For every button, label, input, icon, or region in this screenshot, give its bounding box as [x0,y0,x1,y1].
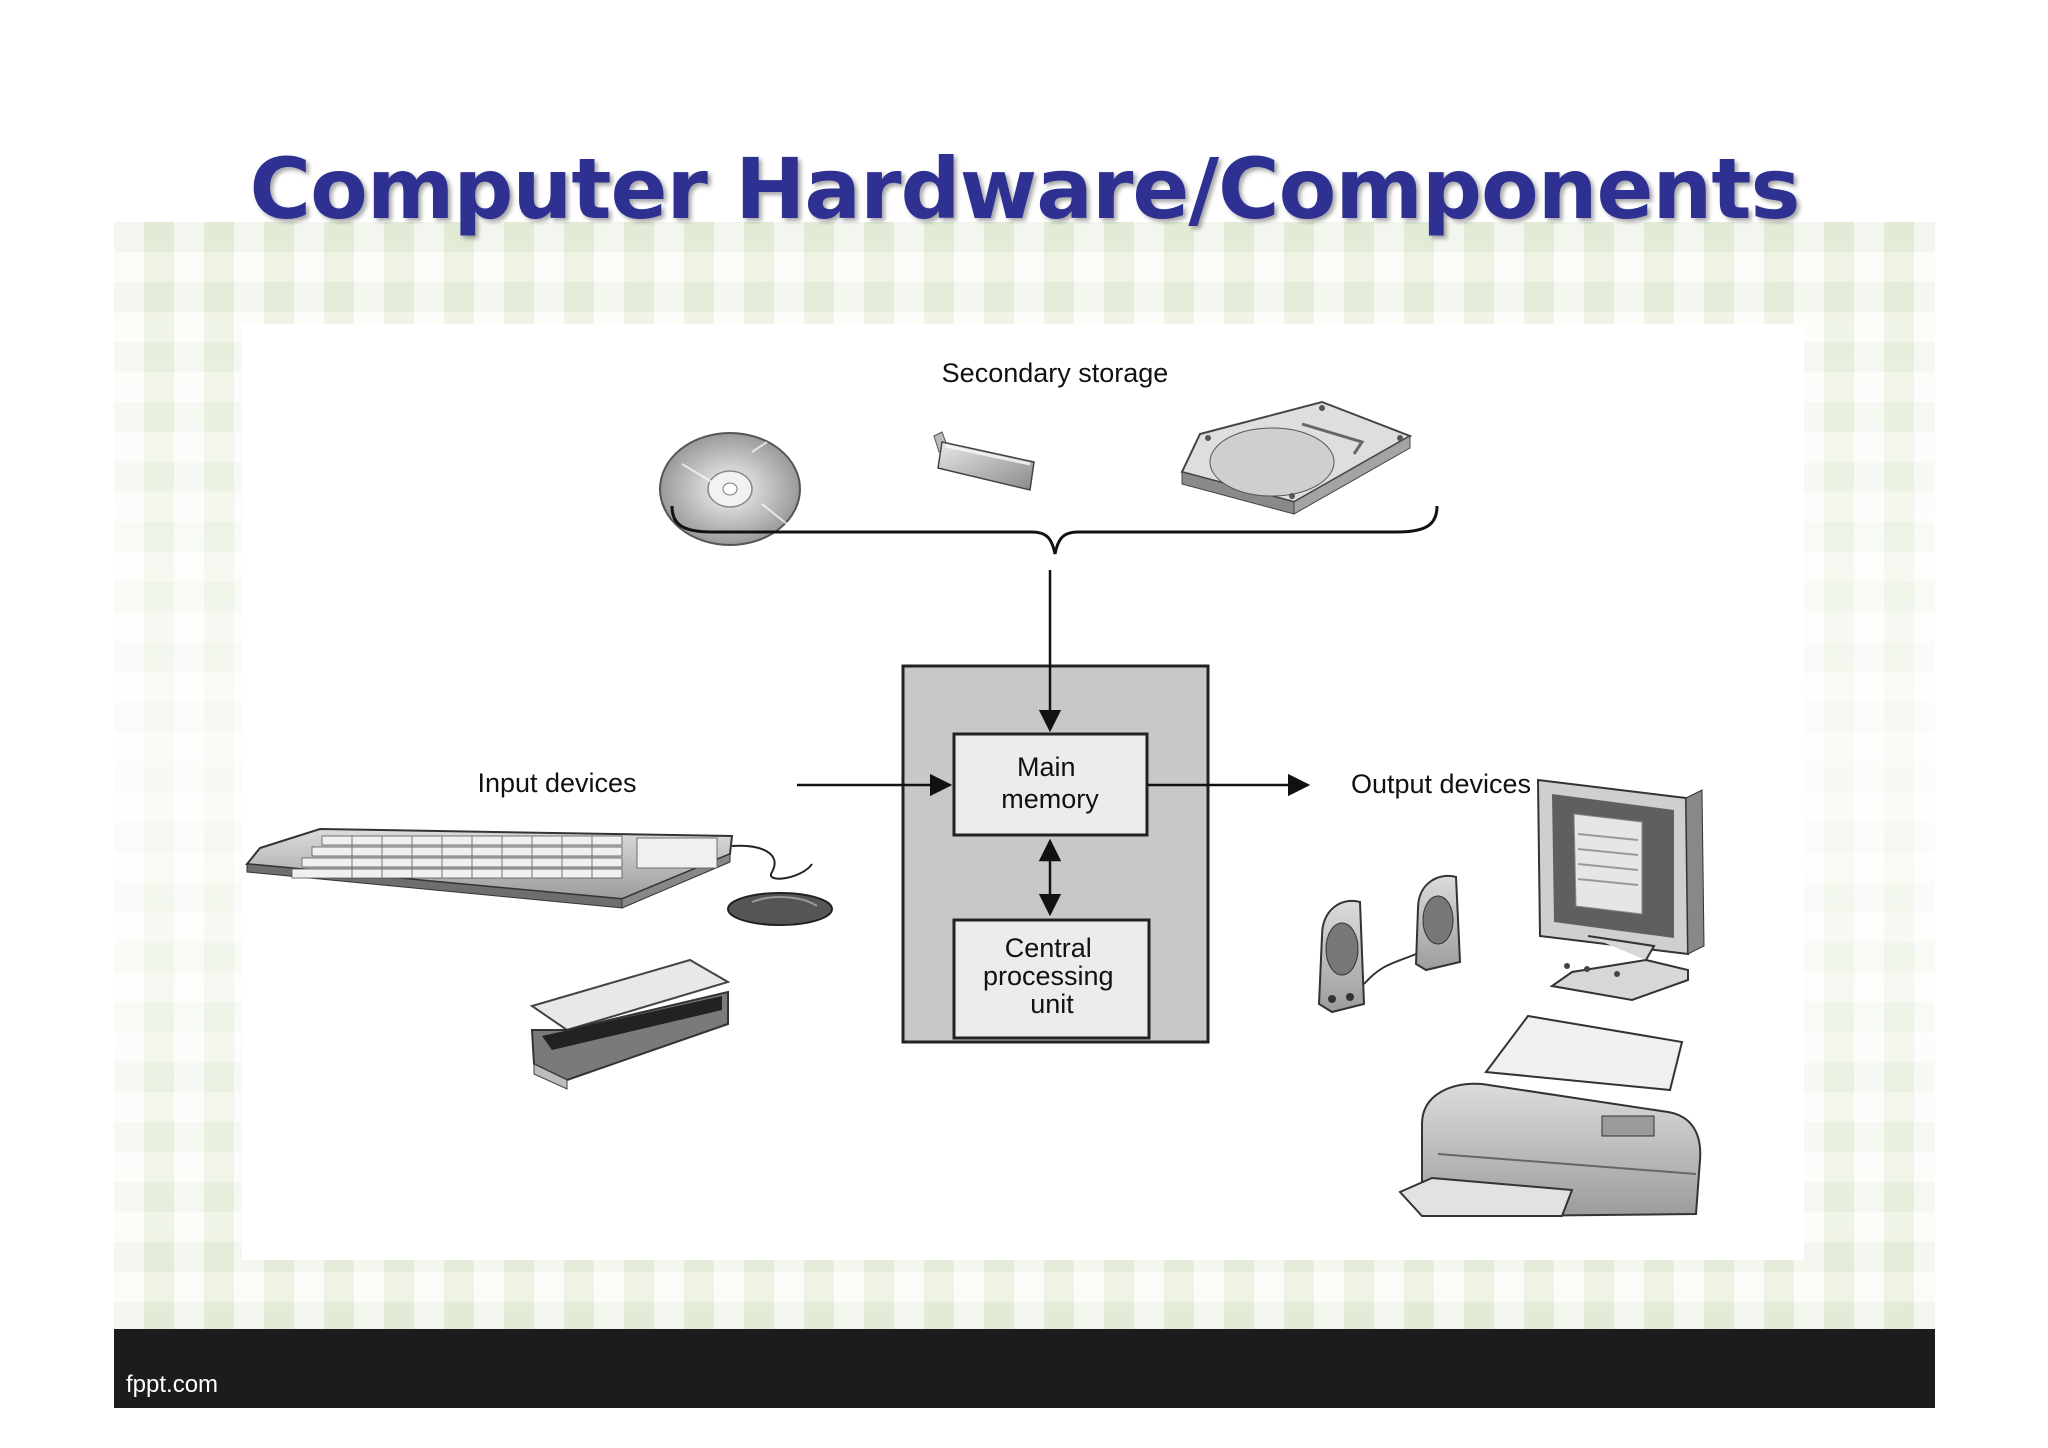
cpu-line-1: Central [1005,933,1092,963]
cpu-line-2: processing [983,961,1114,991]
footer-brand[interactable]: fppt.com [126,1371,218,1399]
hardware-diagram: Secondary storage [242,324,1804,1260]
slide-title: Computer Hardware/Components [114,140,1935,238]
mouse-icon [728,846,832,925]
printer-icon [1400,1016,1700,1216]
footer-bar: fppt.com [114,1329,1935,1408]
speakers-icon [1319,876,1460,1012]
main-memory-line-2: memory [1001,784,1099,814]
main-memory-line-1: Main [1017,752,1076,782]
scanner-icon [532,960,728,1089]
cd-disc-icon [660,433,800,545]
keyboard-icon [247,829,732,908]
diagram-canvas: Secondary storage [242,324,1804,1260]
output-devices-label: Output devices [1351,769,1531,799]
usb-flash-drive-icon [934,432,1034,490]
secondary-storage-label: Secondary storage [942,358,1169,388]
cpu-line-3: unit [1030,989,1074,1019]
hard-disk-icon [1182,402,1410,514]
slide: Computer Hardware/Components [114,40,1935,1408]
monitor-icon [1538,780,1704,1000]
input-devices-label: Input devices [477,768,636,798]
